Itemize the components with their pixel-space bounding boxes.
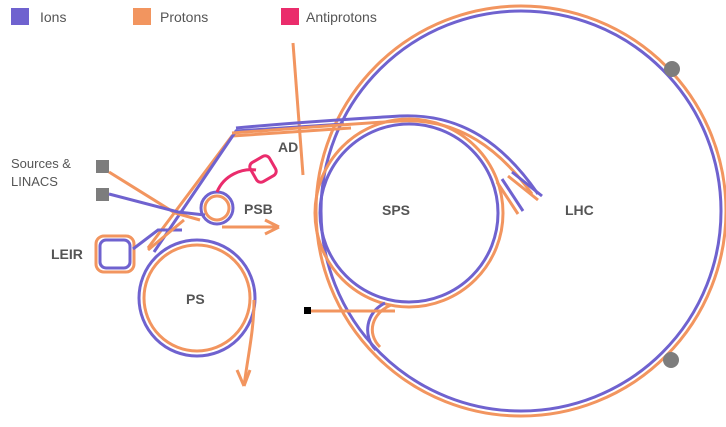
ps-sps-transfer-lines xyxy=(146,114,540,253)
target-block xyxy=(304,307,311,314)
source-marker xyxy=(96,160,109,173)
sources-label-line1: Sources & xyxy=(11,156,71,171)
source-marker xyxy=(96,188,109,201)
leir-ring xyxy=(94,234,136,274)
sps-lhc-transfer-bottom xyxy=(366,301,392,352)
ad-label: AD xyxy=(278,139,298,155)
legend: Ions Protons Antiprotons xyxy=(11,8,377,25)
lhc-label: LHC xyxy=(565,202,594,218)
legend-swatch-antiprotons xyxy=(281,8,299,25)
legend-label-antiprotons: Antiprotons xyxy=(306,9,377,25)
lhc-detector-marker xyxy=(664,61,680,77)
sps-label: SPS xyxy=(382,202,410,218)
ps-extraction-arrow xyxy=(235,299,256,387)
ps-ring xyxy=(137,238,257,358)
psb-extraction-arrow xyxy=(222,218,280,236)
leir-transfer-lines xyxy=(132,218,185,252)
ad-ring xyxy=(215,154,278,193)
north-area-beam xyxy=(291,42,305,176)
legend-label-protons: Protons xyxy=(160,9,208,25)
legend-swatch-ions xyxy=(11,8,29,25)
legend-swatch-protons xyxy=(133,8,151,25)
legend-label-ions: Ions xyxy=(40,9,66,25)
leir-label: LEIR xyxy=(51,246,83,262)
psb-ring xyxy=(199,190,235,226)
sps-ring xyxy=(313,117,505,309)
lhc-detector-marker xyxy=(663,352,679,368)
ps-label: PS xyxy=(186,291,205,307)
sources-label-line2: LINACS xyxy=(11,174,58,189)
psb-label: PSB xyxy=(244,201,273,217)
lhc-injection-arrows xyxy=(495,170,543,215)
linac-lines xyxy=(108,170,206,222)
